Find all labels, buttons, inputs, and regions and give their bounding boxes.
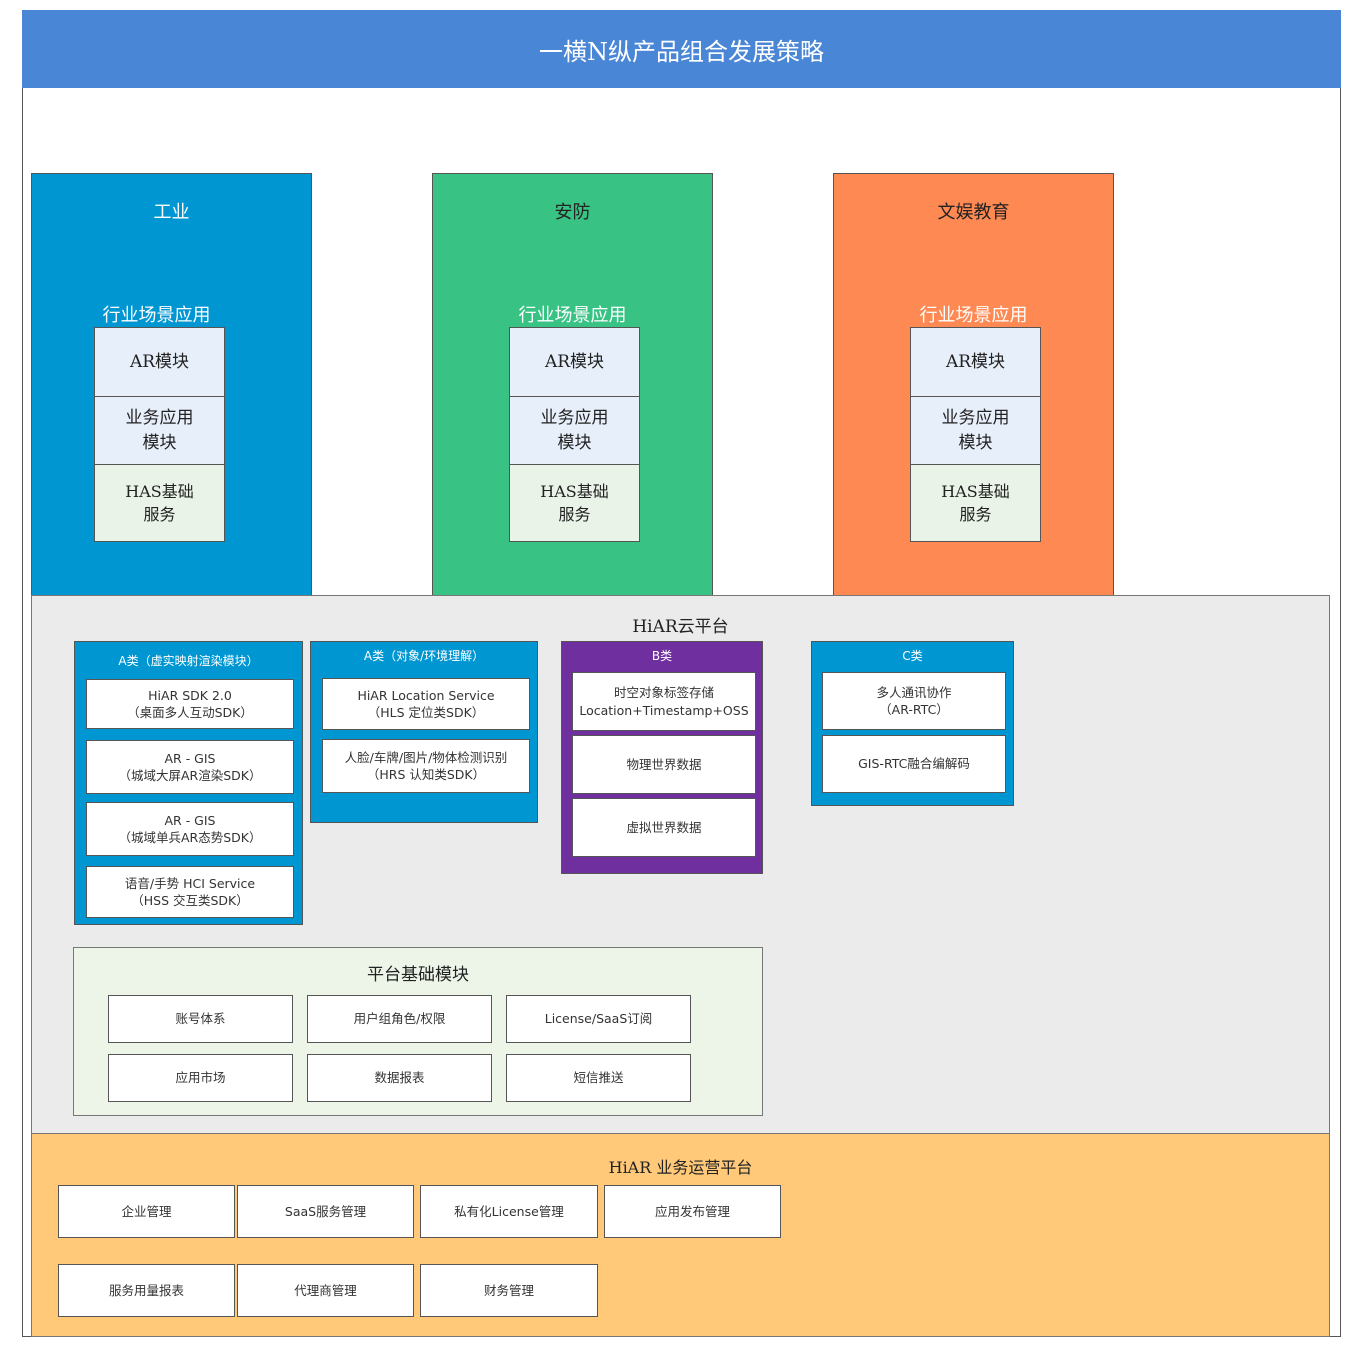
cloud-title: HiAR云平台 <box>632 617 729 637</box>
comm-box: 多人通讯协作 （AR-RTC） <box>822 672 1006 730</box>
has-service: HAS基础 服务 <box>95 465 224 541</box>
data-box: 物理世界数据 <box>572 735 756 794</box>
data-box-label: 物理世界数据 <box>626 756 702 772</box>
ops-module-box: 应用发布管理 <box>604 1185 781 1238</box>
has-service: HAS基础 服务 <box>911 465 1040 541</box>
has-service-label: HAS基础 服务 <box>941 481 1010 524</box>
comm-box: GIS-RTC融合编解码 <box>822 735 1006 793</box>
business-module: 业务应用 模块 <box>95 397 224 465</box>
data-box-label: 时空对象标签存储 Location+Timestamp+OSS <box>579 685 749 718</box>
group-title: C类 <box>902 649 923 663</box>
sdk-box: AR - GIS （城域单兵AR态势SDK） <box>86 802 294 856</box>
group-b: B类 时空对象标签存储 Location+Timestamp+OSS 物理世界数… <box>561 641 763 874</box>
sdk-box: 语音/手势 HCI Service （HSS 交互类SDK） <box>86 866 294 918</box>
sdk-box-label: AR - GIS （城域大屏AR渲染SDK） <box>118 750 262 784</box>
vertical-title: 安防 <box>554 202 591 223</box>
sdk-box-label: 人脸/车牌/图片/物体检测识别 （HRS 认知类SDK） <box>344 749 508 783</box>
sdk-box: AR - GIS （城域大屏AR渲染SDK） <box>86 740 294 794</box>
group-title: A类（虚实映射渲染模块） <box>118 654 259 668</box>
ar-module: AR模块 <box>911 328 1040 397</box>
base-title: 平台基础模块 <box>367 965 469 985</box>
comm-box-label: GIS-RTC融合编解码 <box>858 756 970 772</box>
ops-module-box: 企业管理 <box>58 1185 235 1238</box>
ar-module: AR模块 <box>95 328 224 397</box>
base-module-box: 短信推送 <box>506 1054 691 1102</box>
vertical-subtitle: 行业场景应用 <box>518 305 627 326</box>
sdk-box: HiAR Location Service （HLS 定位类SDK） <box>322 678 530 730</box>
sdk-box-label: 语音/手势 HCI Service （HSS 交互类SDK） <box>124 875 256 909</box>
group-title: B类 <box>651 649 673 663</box>
ops-platform: HiAR 业务运营平台 企业管理 SaaS服务管理 私有化License管理 应… <box>31 1133 1330 1337</box>
base-module-box: 用户组角色/权限 <box>307 995 492 1043</box>
comm-box-label: 多人通讯协作 （AR-RTC） <box>876 684 952 718</box>
sdk-box-label: HiAR Location Service （HLS 定位类SDK） <box>357 687 495 721</box>
group-title: A类（对象/环境理解） <box>363 649 485 663</box>
ops-module-box: 服务用量报表 <box>58 1264 235 1317</box>
has-service-label: HAS基础 服务 <box>540 481 609 524</box>
group-a-render: A类（虚实映射渲染模块） HiAR SDK 2.0 （桌面多人互动SDK） AR… <box>74 641 303 925</box>
sdk-box-label: AR - GIS （城域单兵AR态势SDK） <box>118 812 262 846</box>
sdk-box: HiAR SDK 2.0 （桌面多人互动SDK） <box>86 679 294 729</box>
business-module: 业务应用 模块 <box>510 397 639 465</box>
group-a-understanding: A类（对象/环境理解） HiAR Location Service （HLS 定… <box>310 641 538 823</box>
business-module-label: 业务应用 模块 <box>125 407 194 453</box>
ar-module: AR模块 <box>510 328 639 397</box>
ops-module-box: 代理商管理 <box>237 1264 414 1317</box>
base-module-box: 数据报表 <box>307 1054 492 1102</box>
vertical-industry: 工业 行业场景应用 AR模块 业务应用 模块 HAS基础 服务 <box>31 173 312 596</box>
sdk-box: 人脸/车牌/图片/物体检测识别 （HRS 认知类SDK） <box>322 739 530 793</box>
ops-module-box: 财务管理 <box>420 1264 598 1317</box>
ops-module-box: 私有化License管理 <box>420 1185 598 1238</box>
ops-module-box: SaaS服务管理 <box>237 1185 414 1238</box>
business-module-label: 业务应用 模块 <box>540 407 609 453</box>
ops-title: HiAR 业务运营平台 <box>608 1158 753 1177</box>
diagram-title: 一横N纵产品组合发展策略 <box>22 10 1341 88</box>
data-box: 时空对象标签存储 Location+Timestamp+OSS <box>572 672 756 731</box>
base-module-box: 应用市场 <box>108 1054 293 1102</box>
module-stack: AR模块 业务应用 模块 HAS基础 服务 <box>910 327 1041 542</box>
vertical-entertainment: 文娱教育 行业场景应用 AR模块 业务应用 模块 HAS基础 服务 <box>833 173 1114 596</box>
group-c: C类 多人通讯协作 （AR-RTC） GIS-RTC融合编解码 <box>811 641 1014 806</box>
base-module-box: License/SaaS订阅 <box>506 995 691 1043</box>
vertical-security: 安防 行业场景应用 AR模块 业务应用 模块 HAS基础 服务 <box>432 173 713 596</box>
business-module-label: 业务应用 模块 <box>941 407 1010 453</box>
module-stack: AR模块 业务应用 模块 HAS基础 服务 <box>509 327 640 542</box>
business-module: 业务应用 模块 <box>911 397 1040 465</box>
has-service: HAS基础 服务 <box>510 465 639 541</box>
has-service-label: HAS基础 服务 <box>125 481 194 524</box>
module-stack: AR模块 业务应用 模块 HAS基础 服务 <box>94 327 225 542</box>
vertical-title: 工业 <box>153 202 190 223</box>
platform-base-modules: 平台基础模块 账号体系 用户组角色/权限 License/SaaS订阅 应用市场… <box>73 947 763 1116</box>
sdk-box-label: HiAR SDK 2.0 （桌面多人互动SDK） <box>127 687 253 721</box>
vertical-subtitle: 行业场景应用 <box>102 305 211 326</box>
vertical-title: 文娱教育 <box>937 202 1010 223</box>
vertical-subtitle: 行业场景应用 <box>919 305 1028 326</box>
base-module-box: 账号体系 <box>108 995 293 1043</box>
data-box-label: 虚拟世界数据 <box>626 819 702 835</box>
data-box: 虚拟世界数据 <box>572 798 756 857</box>
